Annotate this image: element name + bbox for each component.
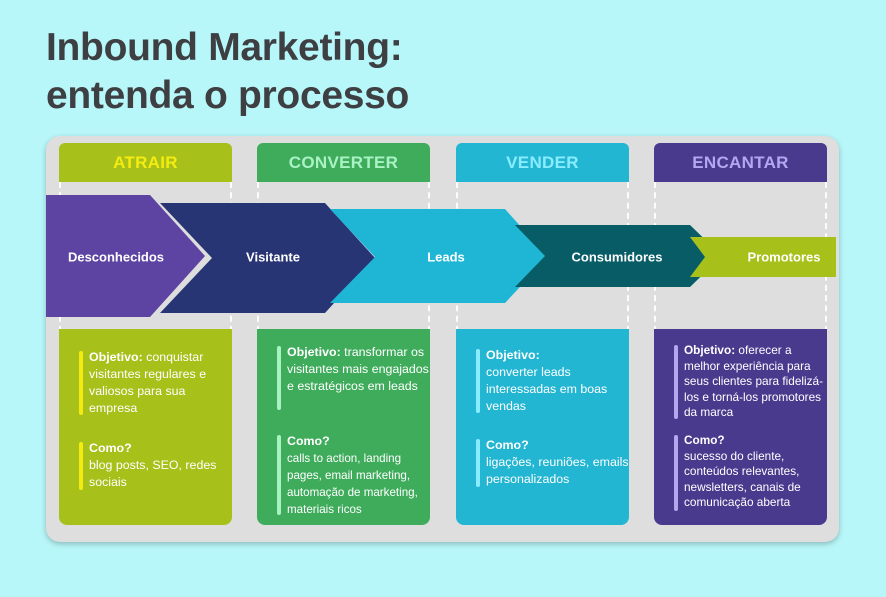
objetivo-label: Objetivo: [684, 343, 736, 357]
stage-arrow-leads [330, 209, 548, 303]
como-text: blog posts, SEO, redes sociais [89, 458, 217, 489]
objetivo-label: Objetivo: [486, 348, 540, 362]
column-header-atrair: ATRAIR [59, 143, 232, 182]
stage-arrow-promotores [690, 237, 836, 277]
stage-label-visitante: Visitante [246, 249, 300, 265]
accent-bar [277, 435, 281, 515]
como-text: calls to action, landing pages, email ma… [287, 452, 418, 516]
como-label: Como? [287, 434, 330, 448]
objetivo-block: Objetivo: converter leads interessadas e… [476, 347, 629, 415]
accent-bar [79, 442, 83, 490]
stage-label-consumidores: Consumidores [571, 249, 663, 265]
accent-bar [79, 351, 83, 415]
objetivo-label: Objetivo: [89, 350, 143, 364]
como-block: Como? ligações, reuniões, emails persona… [476, 437, 629, 488]
como-block: Como? blog posts, SEO, redes sociais [79, 440, 232, 491]
objetivo-text: converter leads interessadas em boas ven… [486, 365, 608, 413]
objetivo-block: Objetivo: oferecer a melhor experiência … [674, 343, 827, 421]
como-text: ligações, reuniões, emails personalizado… [486, 455, 629, 486]
accent-bar [476, 349, 480, 413]
accent-bar [277, 346, 281, 410]
column-header-vender: VENDER [456, 143, 629, 182]
objetivo-text: conquistar visitantes regulares e valios… [89, 350, 207, 415]
stage-arrow-visitante [160, 203, 375, 313]
page-title: Inbound Marketing: entenda o processo [46, 24, 409, 120]
stage-arrow-desconhecidos [46, 195, 205, 317]
stage-label-leads: Leads [427, 249, 465, 265]
accent-bar [674, 345, 678, 419]
como-label: Como? [486, 438, 529, 452]
column-body-atrair: Objetivo: conquistar visitantes regulare… [59, 329, 232, 525]
objetivo-text: transformar os visitantes mais engajados… [287, 345, 429, 393]
como-label: Como? [684, 433, 725, 447]
como-block: Como? calls to action, landing pages, em… [277, 433, 430, 518]
accent-bar [674, 435, 678, 511]
column-body-encantar: Objetivo: oferecer a melhor experiência … [654, 329, 827, 525]
objetivo-block: Objetivo: transformar os visitantes mais… [277, 344, 430, 410]
column-body-vender: Objetivo: converter leads interessadas e… [456, 329, 629, 525]
como-label: Como? [89, 441, 132, 455]
column-body-converter: Objetivo: transformar os visitantes mais… [257, 329, 430, 525]
stage-label-desconhecidos: Desconhecidos [67, 249, 165, 265]
como-block: Como? sucesso do cliente, conteúdos rele… [674, 433, 827, 511]
page-title-line-2: entenda o processo [46, 74, 410, 117]
como-text: sucesso do cliente, conteúdos relevantes… [684, 448, 801, 510]
objetivo-label: Objetivo: [287, 345, 341, 359]
accent-bar [476, 439, 480, 487]
objetivo-text: oferecer a melhor experiência para seus … [684, 343, 824, 419]
stage-label-promotores: Promotores [747, 249, 821, 265]
objetivo-block: Objetivo: conquistar visitantes regulare… [79, 349, 232, 417]
column-encantar: ENCANTAR Objetivo: oferecer a melhor exp… [654, 143, 827, 525]
column-converter: CONVERTER Objetivo: transformar os visit… [257, 143, 430, 525]
page-title-line-1: Inbound Marketing: [46, 26, 403, 69]
column-header-encantar: ENCANTAR [654, 143, 827, 182]
stage-arrow-consumidores [515, 225, 722, 287]
column-header-converter: CONVERTER [257, 143, 430, 182]
